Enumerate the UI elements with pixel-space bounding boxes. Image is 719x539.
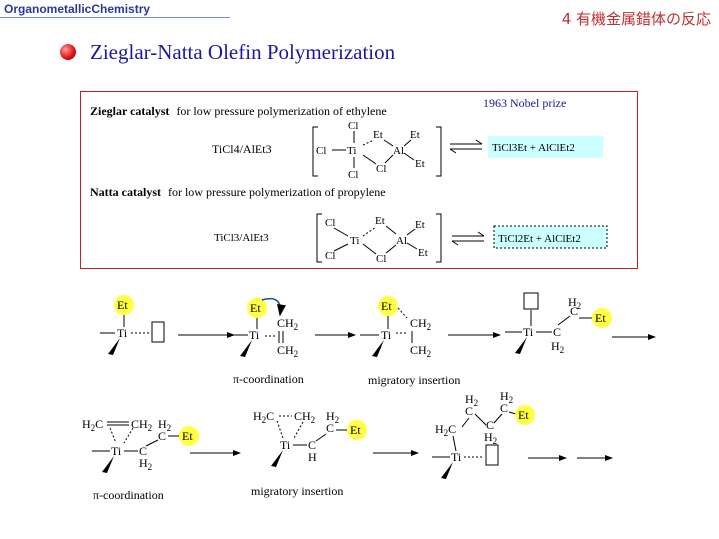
svg-text:Et: Et bbox=[410, 129, 420, 141]
svg-text:Ti: Ti bbox=[249, 328, 260, 342]
migratory-insertion-label-2: migratory insertion bbox=[251, 484, 343, 498]
mechanism-row-1: Et Ti Et Ti CH2 CH2 Et Ti CH2 CH2 bbox=[100, 292, 656, 359]
svg-text:Cl: Cl bbox=[376, 163, 386, 175]
natta-label: Natta catalyst bbox=[90, 185, 161, 199]
natta-product: TiCl2Et + AlClEt2 bbox=[498, 233, 581, 245]
svg-text:Et: Et bbox=[381, 299, 392, 313]
ziegler-product-box bbox=[488, 136, 603, 158]
svg-text:Cl: Cl bbox=[348, 169, 358, 181]
equilibrium-arrow bbox=[449, 139, 483, 154]
svg-text:Et: Et bbox=[375, 215, 385, 227]
bracket-right-2 bbox=[436, 213, 442, 263]
svg-text:Ti: Ti bbox=[117, 326, 128, 340]
svg-text:Al: Al bbox=[396, 235, 407, 247]
svg-text:H2: H2 bbox=[551, 339, 564, 355]
svg-text:Ti: Ti bbox=[280, 438, 291, 452]
svg-text:Ti: Ti bbox=[350, 235, 359, 247]
svg-text:Et: Et bbox=[250, 301, 261, 315]
ziegler-label: Zieglar catalyst bbox=[90, 104, 169, 118]
course-title: OrganometallicChemistry bbox=[4, 2, 151, 16]
natta-reagent: TiCl3/AlEt3 bbox=[214, 232, 269, 244]
svg-text:C: C bbox=[553, 325, 561, 339]
bracket-right bbox=[436, 126, 442, 177]
svg-text:H2: H2 bbox=[568, 295, 581, 311]
header-bar: OrganometallicChemistry 4 有機金属錯体の反応 bbox=[0, 0, 719, 30]
svg-text:CH2: CH2 bbox=[131, 417, 152, 433]
pi-coordination-label-2: π-coordination bbox=[93, 488, 164, 502]
svg-text:Ti: Ti bbox=[451, 450, 462, 464]
nobel-note: 1963 Nobel prize bbox=[483, 96, 566, 110]
svg-text:CH2: CH2 bbox=[410, 343, 431, 359]
svg-text:Cl: Cl bbox=[325, 250, 335, 262]
svg-text:Et: Et bbox=[415, 158, 425, 170]
svg-text:Cl: Cl bbox=[316, 145, 326, 157]
svg-text:Et: Et bbox=[418, 247, 428, 259]
header-divider bbox=[0, 17, 230, 18]
svg-text:Al: Al bbox=[393, 145, 404, 157]
chapter-title: 4 有機金属錯体の反応 bbox=[561, 10, 711, 28]
svg-text:Et: Et bbox=[518, 408, 529, 422]
ziegler-product: TiCl3Et + AlClEt2 bbox=[492, 142, 575, 154]
svg-text:CH2: CH2 bbox=[277, 316, 298, 332]
svg-text:H2: H2 bbox=[139, 456, 152, 472]
svg-text:C: C bbox=[486, 418, 494, 432]
svg-text:Et: Et bbox=[373, 129, 383, 141]
svg-text:Et: Et bbox=[595, 311, 606, 325]
natta-caption: Natta catalyst for low pressure polymeri… bbox=[90, 185, 386, 199]
svg-text:Et: Et bbox=[415, 219, 425, 231]
svg-text:Ti: Ti bbox=[523, 325, 534, 339]
svg-text:CH2: CH2 bbox=[294, 409, 315, 425]
svg-text:C: C bbox=[158, 429, 166, 443]
ziegler-complex: Cl Cl Ti Cl Et Cl Al Et Et bbox=[316, 120, 425, 181]
svg-text:Et: Et bbox=[350, 423, 361, 437]
natta-desc: for low pressure polymerization of propy… bbox=[168, 185, 386, 199]
svg-text:H2C: H2C bbox=[82, 417, 103, 433]
svg-text:Cl: Cl bbox=[348, 120, 358, 132]
svg-text:Cl: Cl bbox=[376, 253, 386, 265]
slide-title: Zieglar-Natta Olefin Polymerization bbox=[90, 40, 396, 64]
svg-text:H2C: H2C bbox=[253, 409, 274, 425]
ziegler-desc: for low pressure polymerization of ethyl… bbox=[176, 104, 386, 118]
ziegler-caption: Zieglar catalyst for low pressure polyme… bbox=[90, 104, 387, 118]
svg-text:CH2: CH2 bbox=[410, 316, 431, 332]
svg-text:H2C: H2C bbox=[435, 422, 456, 438]
svg-text:C: C bbox=[500, 401, 508, 415]
svg-text:H: H bbox=[308, 450, 317, 464]
svg-text:Et: Et bbox=[182, 429, 193, 443]
pi-coordination-label-1: π-coordination bbox=[233, 372, 304, 386]
svg-text:C: C bbox=[465, 404, 473, 418]
natta-complex: Cl Cl Ti Et Cl Al Et Et bbox=[325, 215, 428, 265]
svg-text:H2: H2 bbox=[484, 430, 497, 446]
bullet-icon bbox=[60, 44, 76, 60]
svg-text:C: C bbox=[308, 438, 316, 452]
svg-text:C: C bbox=[326, 421, 334, 435]
svg-text:C: C bbox=[570, 304, 578, 318]
mechanism-row-2: H2C CH2 H2 C Et Ti C H2 H2C CH2 H2 C Et … bbox=[82, 389, 613, 479]
natta-product-box bbox=[493, 225, 608, 249]
svg-text:C: C bbox=[139, 444, 147, 458]
svg-text:Ti: Ti bbox=[111, 444, 122, 458]
migratory-insertion-label-1: migratory insertion bbox=[368, 373, 460, 387]
catalyst-box bbox=[80, 91, 638, 269]
svg-text:Ti: Ti bbox=[381, 328, 392, 342]
svg-text:Cl: Cl bbox=[325, 217, 335, 229]
svg-text:Ti: Ti bbox=[347, 145, 356, 157]
svg-text:CH2: CH2 bbox=[277, 343, 298, 359]
bracket-left-2 bbox=[316, 213, 322, 263]
bracket-left bbox=[312, 126, 318, 177]
equilibrium-arrow-2 bbox=[451, 231, 485, 246]
svg-text:Et: Et bbox=[117, 298, 128, 312]
ziegler-reagent: TiCl4/AlEt3 bbox=[212, 142, 272, 156]
